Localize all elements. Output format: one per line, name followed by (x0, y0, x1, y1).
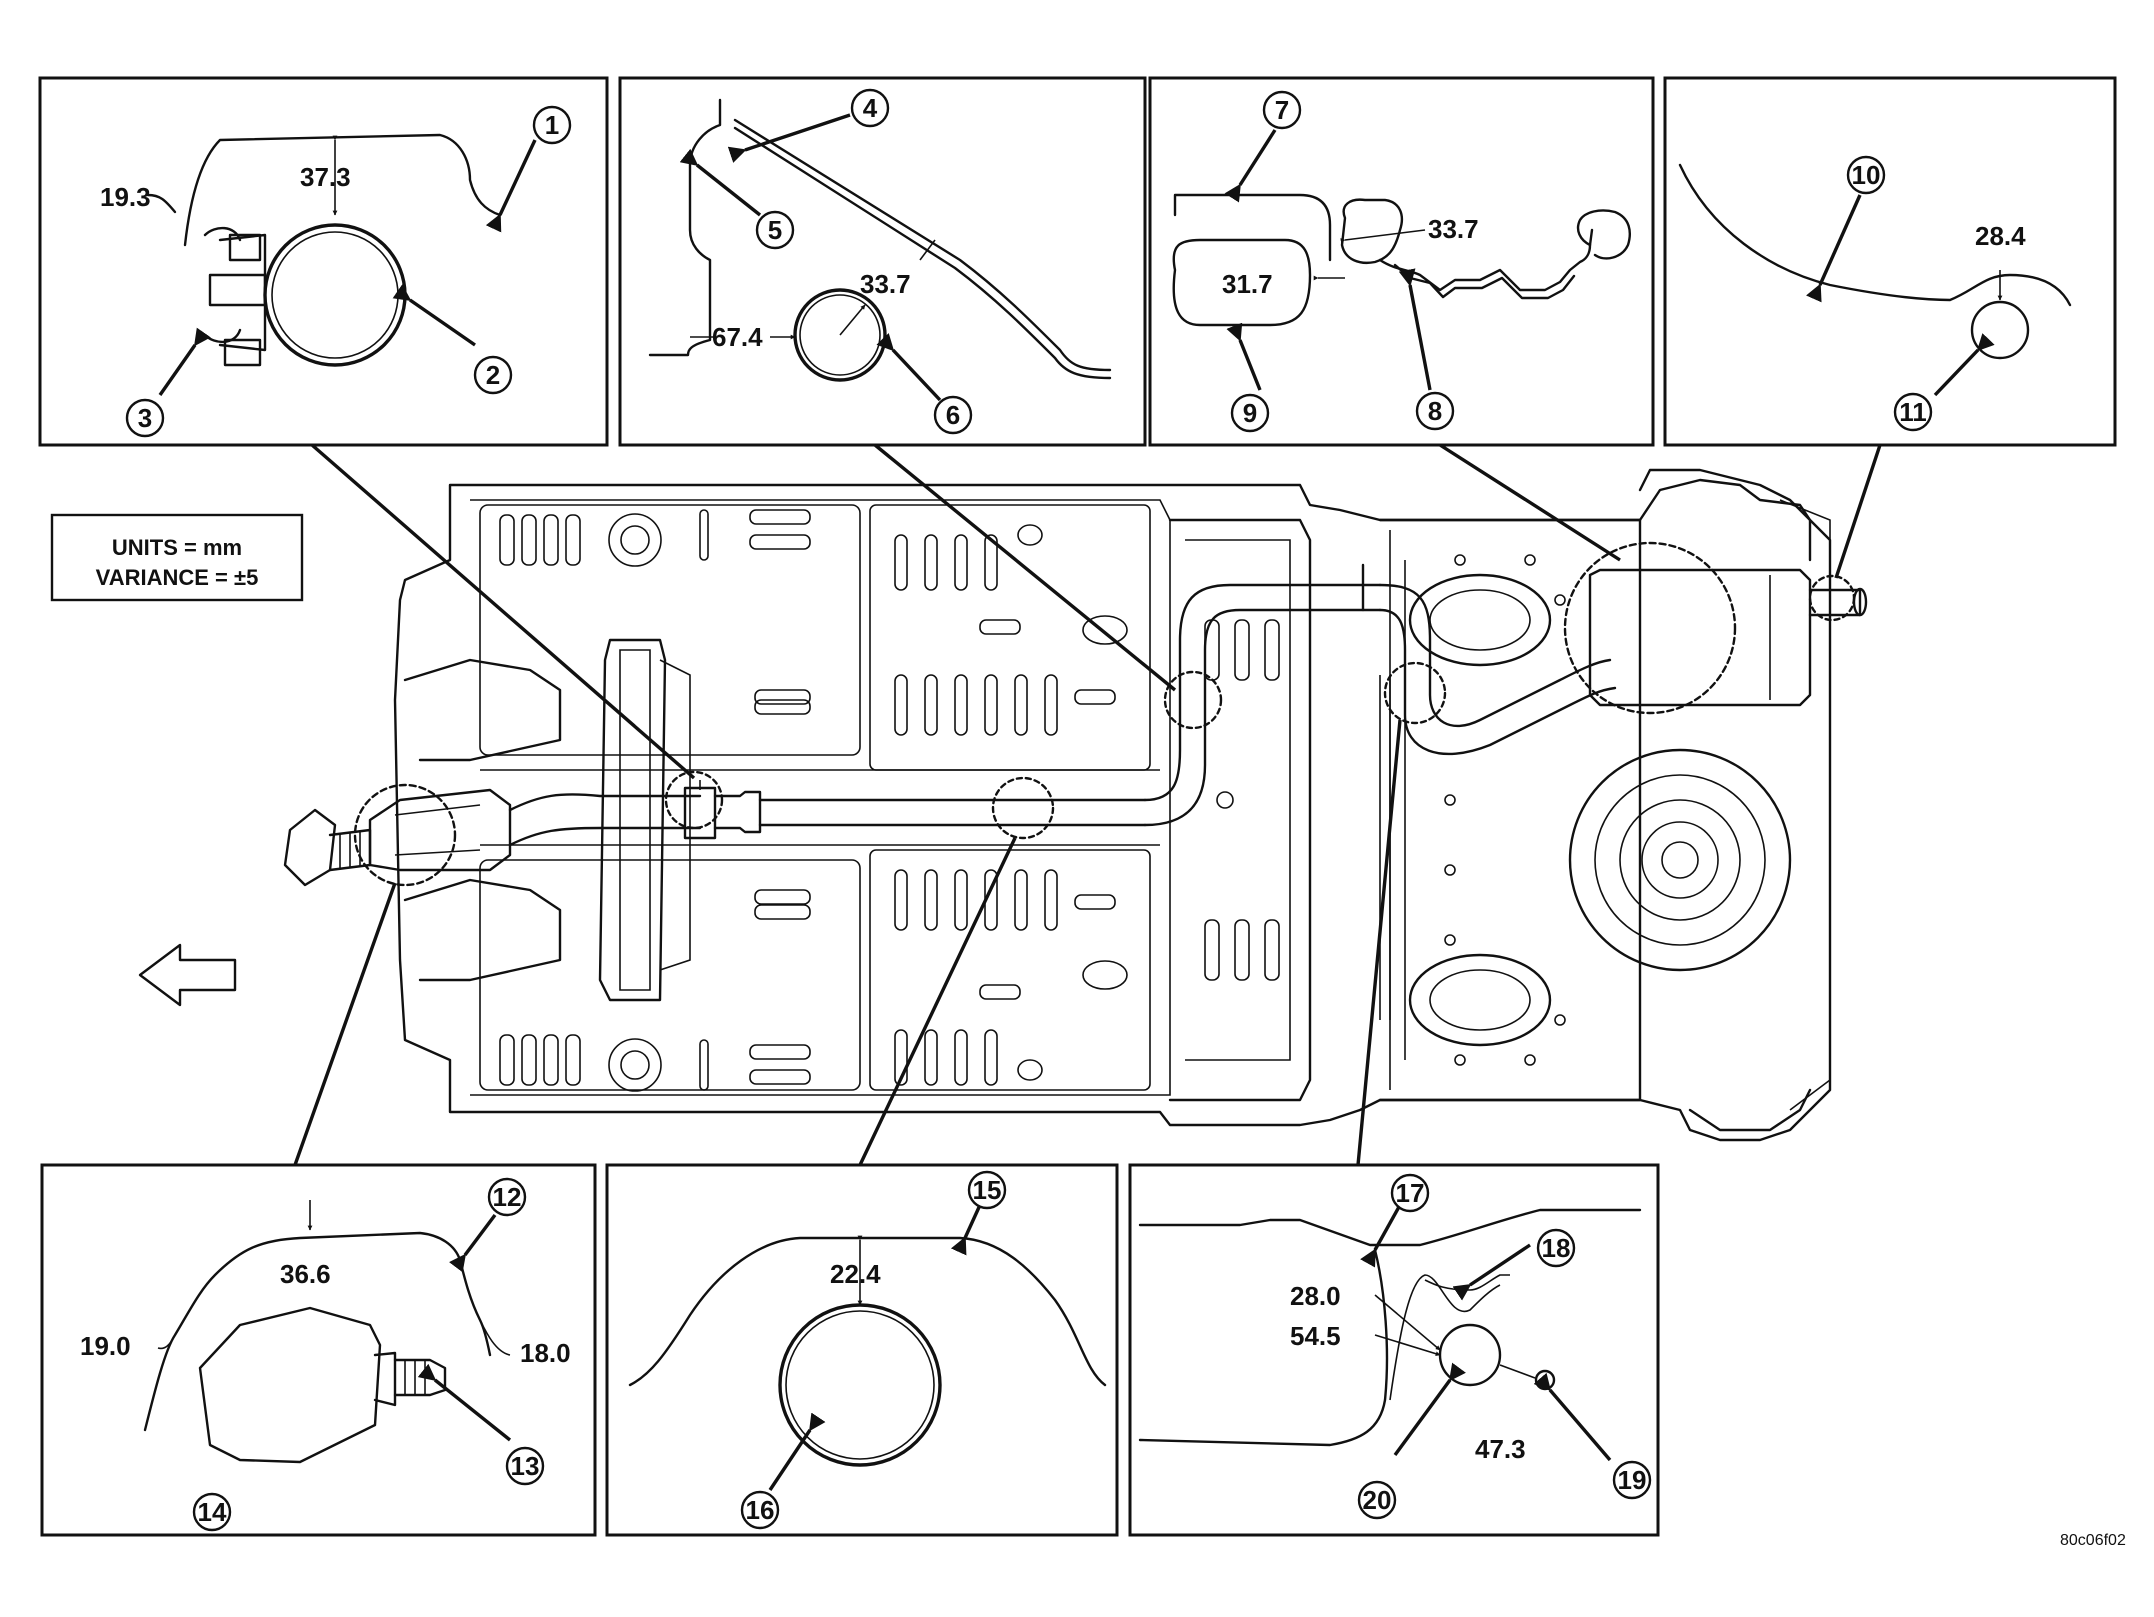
units-line: UNITS = mm (112, 535, 242, 560)
svg-text:18: 18 (1542, 1233, 1571, 1263)
svg-text:8: 8 (1428, 396, 1442, 426)
callout-1: 1 (532, 105, 572, 145)
callout-10: 10 (1846, 155, 1886, 195)
forward-arrow-icon (138, 943, 237, 1007)
dim-clamp-gap: 37.3 (300, 162, 351, 192)
callout-19: 19 (1612, 1460, 1652, 1500)
svg-text:19: 19 (1618, 1465, 1647, 1495)
detail-panel-fuel-line: 31.7 33.7 7 8 9 (1148, 76, 1655, 447)
svg-text:1: 1 (545, 110, 559, 140)
callout-13: 13 (505, 1446, 545, 1486)
units-legend: UNITS = mm VARIANCE = ±5 (50, 513, 304, 602)
location-markers (353, 541, 1856, 887)
dim-tunnel: 22.4 (830, 1259, 881, 1289)
dim-rod-gap: 33.7 (860, 269, 911, 299)
dim-rear-pipe: 28.4 (1975, 221, 2026, 251)
detail-panel-converter: 36.6 19.0 18.0 12 13 14 (40, 1163, 597, 1537)
detail-panel-tank: 47.3 28.0 54.5 17 18 19 20 (1128, 1163, 1660, 1537)
svg-text:4: 4 (863, 93, 878, 123)
callout-7: 7 (1262, 90, 1302, 130)
callout-16: 16 (740, 1490, 780, 1530)
vehicle-underbody (138, 468, 1832, 1142)
callout-15: 15 (967, 1170, 1007, 1210)
callout-3: 3 (125, 398, 165, 438)
svg-text:13: 13 (511, 1451, 540, 1481)
svg-text:15: 15 (973, 1175, 1002, 1205)
svg-text:6: 6 (946, 400, 960, 430)
dim-tank-line: 47.3 (1475, 1434, 1526, 1464)
svg-text:11: 11 (1899, 397, 1927, 427)
detail-panel-tunnel: 22.4 15 16 (605, 1163, 1119, 1537)
callout-4: 4 (850, 88, 890, 128)
variance-line: VARIANCE = ±5 (96, 565, 259, 590)
callout-12: 12 (487, 1177, 527, 1217)
svg-text:3: 3 (138, 403, 152, 433)
dim-conv-right: 18.0 (520, 1338, 571, 1368)
svg-text:7: 7 (1275, 95, 1289, 125)
detail-panel-clamp: 37.3 19.3 1 2 3 (38, 76, 609, 447)
svg-text:2: 2 (486, 360, 500, 390)
dim-rod-offset: 67.4 (712, 322, 763, 352)
callout-6: 6 (933, 395, 973, 435)
leader-lines (293, 443, 1882, 1166)
svg-text:20: 20 (1363, 1485, 1392, 1515)
svg-text:14: 14 (198, 1497, 227, 1527)
callout-11: 11 (1893, 392, 1933, 432)
callout-5: 5 (755, 210, 795, 250)
callout-17: 17 (1390, 1173, 1430, 1213)
dim-tank-side: 54.5 (1290, 1321, 1341, 1351)
dim-fuel-tank: 31.7 (1222, 269, 1273, 299)
exhaust-system (283, 563, 1868, 1020)
dim-conv-top: 36.6 (280, 1259, 331, 1289)
svg-text:10: 10 (1852, 160, 1881, 190)
svg-text:9: 9 (1243, 398, 1257, 428)
callout-2: 2 (473, 355, 513, 395)
dim-tank-top: 28.0 (1290, 1281, 1341, 1311)
dim-clamp-side: 19.3 (100, 182, 151, 212)
callout-8: 8 (1415, 391, 1455, 431)
callout-14: 14 (192, 1492, 232, 1532)
callout-20: 20 (1357, 1480, 1397, 1520)
dim-conv-left: 19.0 (80, 1331, 131, 1361)
svg-text:17: 17 (1396, 1178, 1425, 1208)
callout-9: 9 (1230, 393, 1270, 433)
svg-text:12: 12 (493, 1182, 522, 1212)
figure-code: 80c06f02 (2060, 1532, 2126, 1549)
detail-panel-pipe-rod: 33.7 67.4 4 5 6 (618, 76, 1147, 447)
dim-fuel-line: 33.7 (1428, 214, 1479, 244)
detail-panel-rear-pipe: 28.4 10 11 (1663, 76, 2117, 447)
callout-18: 18 (1536, 1228, 1576, 1268)
svg-text:16: 16 (746, 1495, 775, 1525)
svg-text:5: 5 (768, 215, 782, 245)
